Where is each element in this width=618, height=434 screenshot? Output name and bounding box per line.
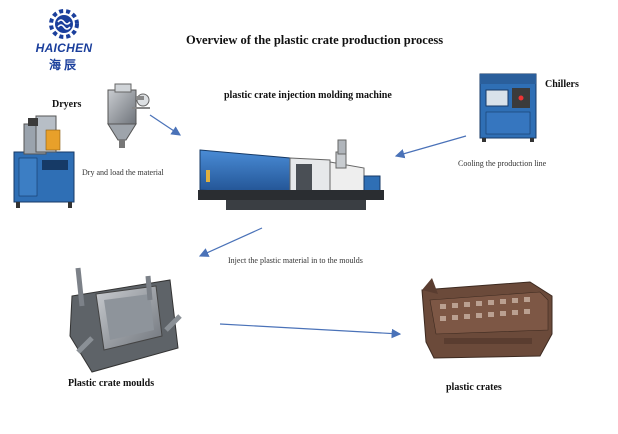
- crates-label: plastic crates: [446, 382, 502, 393]
- dryers-label: Dryers: [52, 99, 82, 110]
- arrow-mould-to-crate: [219, 323, 402, 339]
- haichen-logo-icon: [49, 9, 79, 39]
- mould-icon: [69, 267, 182, 373]
- cooling-label: Cooling the production line: [458, 159, 547, 168]
- dryer-unit-icon: [13, 115, 75, 208]
- arrow-chiller-to-machine: [394, 135, 467, 159]
- arrow-machine-to-mould: [198, 227, 263, 257]
- chiller-icon: [479, 73, 537, 142]
- machine-label: plastic crate injection molding machine: [224, 90, 392, 101]
- crate-icon: [421, 278, 553, 359]
- chillers-label: Chillers: [545, 79, 579, 90]
- inject-label: Inject the plastic material in to the mo…: [228, 256, 363, 265]
- page-title: Overview of the plastic crate production…: [186, 33, 444, 47]
- arrow-hopper-to-machine: [149, 114, 181, 136]
- hopper-dryer-icon: [107, 83, 150, 148]
- brand-name: HAICHEN: [35, 41, 93, 55]
- moulds-label: Plastic crate moulds: [68, 378, 155, 389]
- injection-machine-icon: [198, 139, 384, 210]
- dry-load-label: Dry and load the material: [82, 168, 164, 177]
- brand-chinese-name: 海辰: [48, 58, 79, 72]
